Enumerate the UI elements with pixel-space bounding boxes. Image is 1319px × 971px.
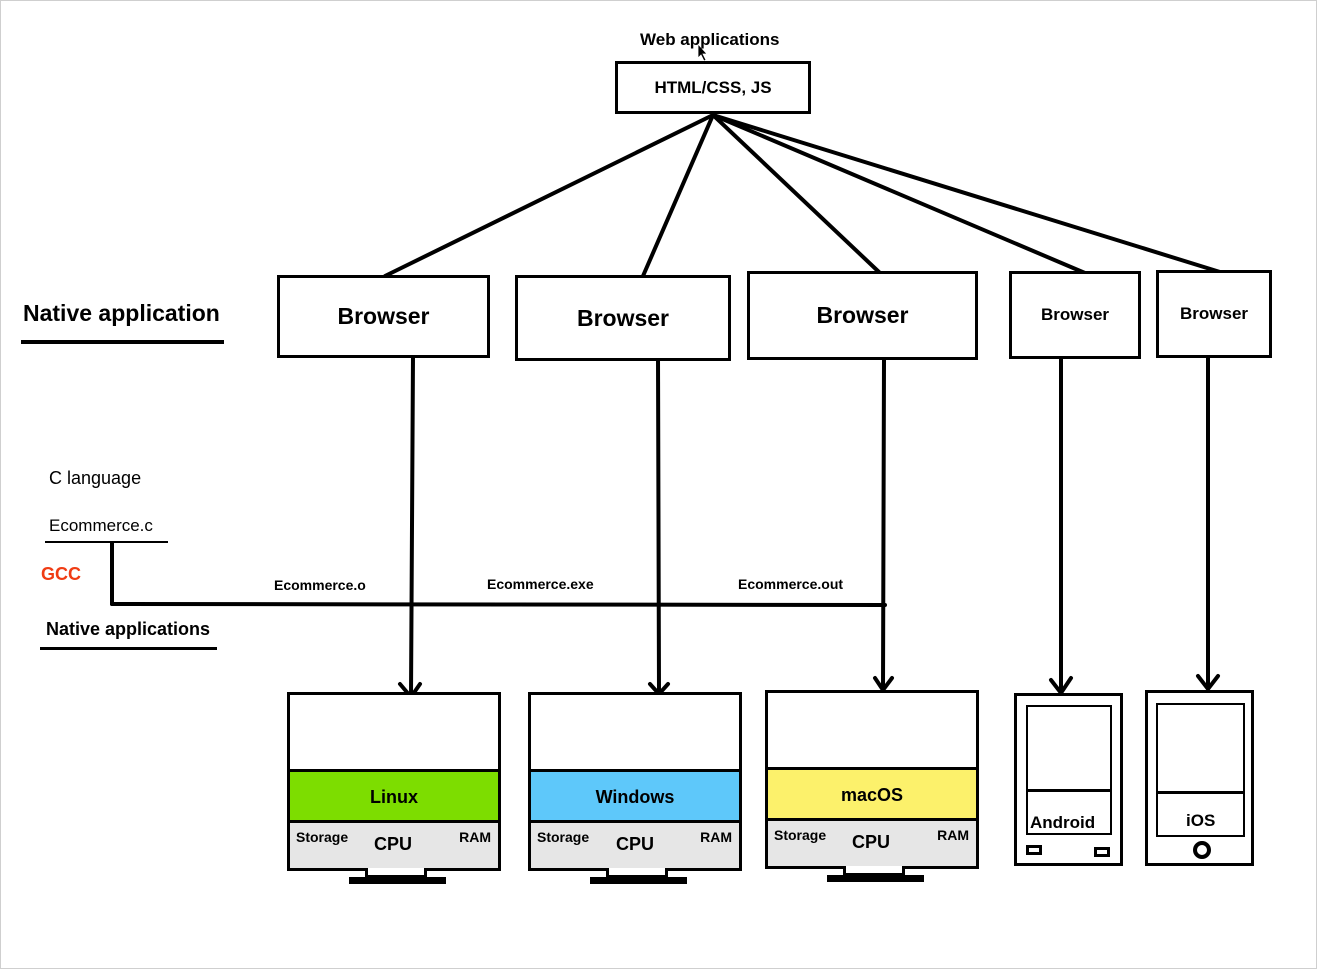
monitor-stand [606,868,668,878]
connector-html-browser-5 [711,113,1222,274]
browser-box-3: Browser [747,271,978,360]
phone-screen-divider [1156,791,1245,794]
phone-ios: iOS [1145,690,1254,866]
computer-macos: macOS Storage CPU RAM [765,690,979,885]
monitor-screen: Windows Storage CPU RAM [528,692,742,871]
output-label-windows: Ecommerce.exe [487,576,594,592]
ram-label: RAM [700,829,732,845]
cpu-label: CPU [374,834,413,854]
html-css-js-label: HTML/CSS, JS [654,77,772,97]
computer-linux: Linux Storage CPU RAM [287,692,501,887]
storage-label: Storage [296,829,349,845]
browser-label-3: Browser [816,302,909,328]
os-bar-macos: macOS [768,767,976,821]
os-bar-linux: Linux [290,769,498,823]
storage-label: Storage [537,829,590,845]
html-css-js-box: HTML/CSS, JS [615,61,811,114]
os-label-android: Android [1030,813,1096,832]
monitor-stand [843,866,905,876]
browser-label-1: Browser [337,303,430,329]
ram-label: RAM [459,829,491,845]
source-file-underline [45,541,168,543]
monitor-base [349,877,446,884]
monitor-stand [365,868,427,878]
monitor-screen: Linux Storage CPU RAM [287,692,501,871]
connector-html-browser-2 [641,113,715,278]
hardware-panel: Storage CPU RAM [290,820,498,868]
gcc-label: GCC [41,564,81,584]
monitor-screen: macOS Storage CPU RAM [765,690,979,869]
phone-android: Android [1014,693,1123,866]
cpu-label: CPU [852,832,891,852]
browser-label-2: Browser [576,304,670,331]
os-label-linux: Linux [370,787,418,807]
cpu-label: CPU [616,834,655,854]
monitor-base [590,877,687,884]
phone-button-right [1094,847,1110,857]
arrowhead-ios [1196,674,1220,693]
computer-windows: Windows Storage CPU RAM [528,692,742,887]
os-label-ios: iOS [1186,811,1216,830]
source-file-label: Ecommerce.c [49,516,153,535]
browser-label-4: Browser [1040,305,1110,324]
ram-label: RAM [937,827,969,843]
os-bar-windows: Windows [531,769,739,823]
phone-button-left [1026,845,1042,855]
phone-screen: Android [1026,705,1112,835]
os-label-macos: macOS [840,785,904,805]
hardware-panel: Storage CPU RAM [768,818,976,866]
connector-html-browser-1 [383,113,715,278]
c-language-label: C language [49,468,142,488]
hardware-panel: Storage CPU RAM [531,820,739,868]
phone-screen-divider [1026,789,1112,792]
output-label-macos: Ecommerce.out [738,576,844,592]
cursor-pointer-icon [697,42,708,62]
connector-html-browser-4 [711,113,1087,275]
connector-html-browser-3 [711,113,882,275]
native-application-underline [21,340,224,344]
output-label-linux: Ecommerce.o [274,577,366,593]
home-button-icon [1193,841,1211,859]
phone-screen: iOS [1156,703,1245,837]
native-applications-label: Native applications [46,619,211,639]
browser-box-1: Browser [277,275,490,358]
web-applications-heading: Web applications [640,30,780,49]
native-applications-underline [40,647,217,650]
native-application-title: Native application [23,300,220,326]
browser-box-2: Browser [515,275,731,361]
os-label-windows: Windows [595,787,675,807]
connector-gcc-horizontal [110,602,887,607]
connector-browser-2-down [656,354,661,694]
connector-browser-3-down [881,358,886,690]
browser-box-4: Browser [1009,271,1141,359]
browser-label-5: Browser [1179,304,1249,323]
storage-label: Storage [774,827,827,843]
browser-box-5: Browser [1156,270,1272,358]
monitor-base [827,875,924,882]
connector-browser-1-down [409,354,415,697]
